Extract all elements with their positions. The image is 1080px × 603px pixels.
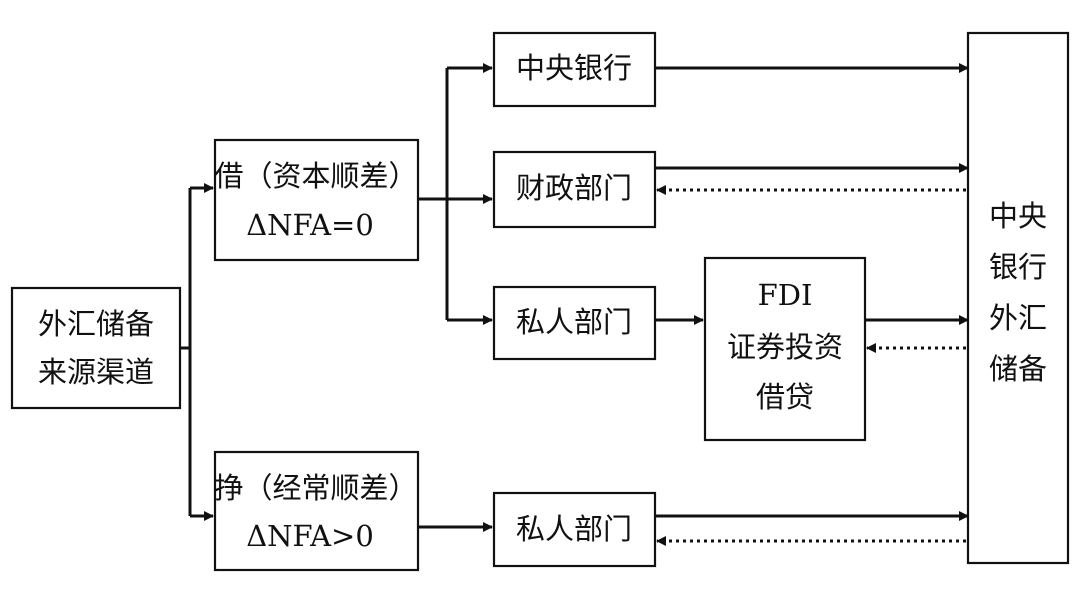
- source-box: 外汇储备 来源渠道: [10, 286, 182, 410]
- private-bottom-label: 私人部门: [516, 512, 632, 546]
- source-box-line1: 外汇储备: [38, 307, 154, 341]
- source-box-line2: 来源渠道: [38, 355, 154, 389]
- private-box-top: 私人部门: [492, 285, 657, 361]
- fiscal-label: 财政部门: [516, 171, 632, 205]
- fiscal-box: 财政部门: [492, 150, 657, 229]
- borrow-box-line2: ΔNFA=0: [246, 208, 374, 242]
- earn-box-line1: 挣（经常顺差）: [214, 471, 417, 505]
- fdi-line2: 证券投资: [727, 330, 843, 364]
- private-box-bottom: 私人部门: [492, 491, 657, 568]
- fdi-line3: 借贷: [756, 380, 814, 414]
- reserve-line2: 银行: [989, 250, 1047, 284]
- earn-box-line2: ΔNFA>0: [246, 519, 374, 553]
- central-bank-box: 中央银行: [492, 31, 657, 108]
- private-top-label: 私人部门: [516, 305, 632, 339]
- fdi-box: FDI 证券投资 借贷: [703, 256, 867, 442]
- reserve-line3: 外汇: [989, 301, 1047, 335]
- fdi-line1: FDI: [758, 278, 813, 312]
- earn-box: 挣（经常顺差） ΔNFA>0: [213, 450, 420, 572]
- borrow-box: 借（资本顺差） ΔNFA=0: [213, 138, 420, 262]
- central-bank-label: 中央银行: [516, 51, 632, 85]
- borrow-box-line1: 借（资本顺差）: [214, 159, 417, 193]
- reserve-line1: 中央: [989, 199, 1047, 233]
- reserve-line4: 储备: [989, 352, 1047, 386]
- connectors: [180, 63, 969, 546]
- reserve-box: 中央 银行 外汇 储备: [966, 31, 1070, 565]
